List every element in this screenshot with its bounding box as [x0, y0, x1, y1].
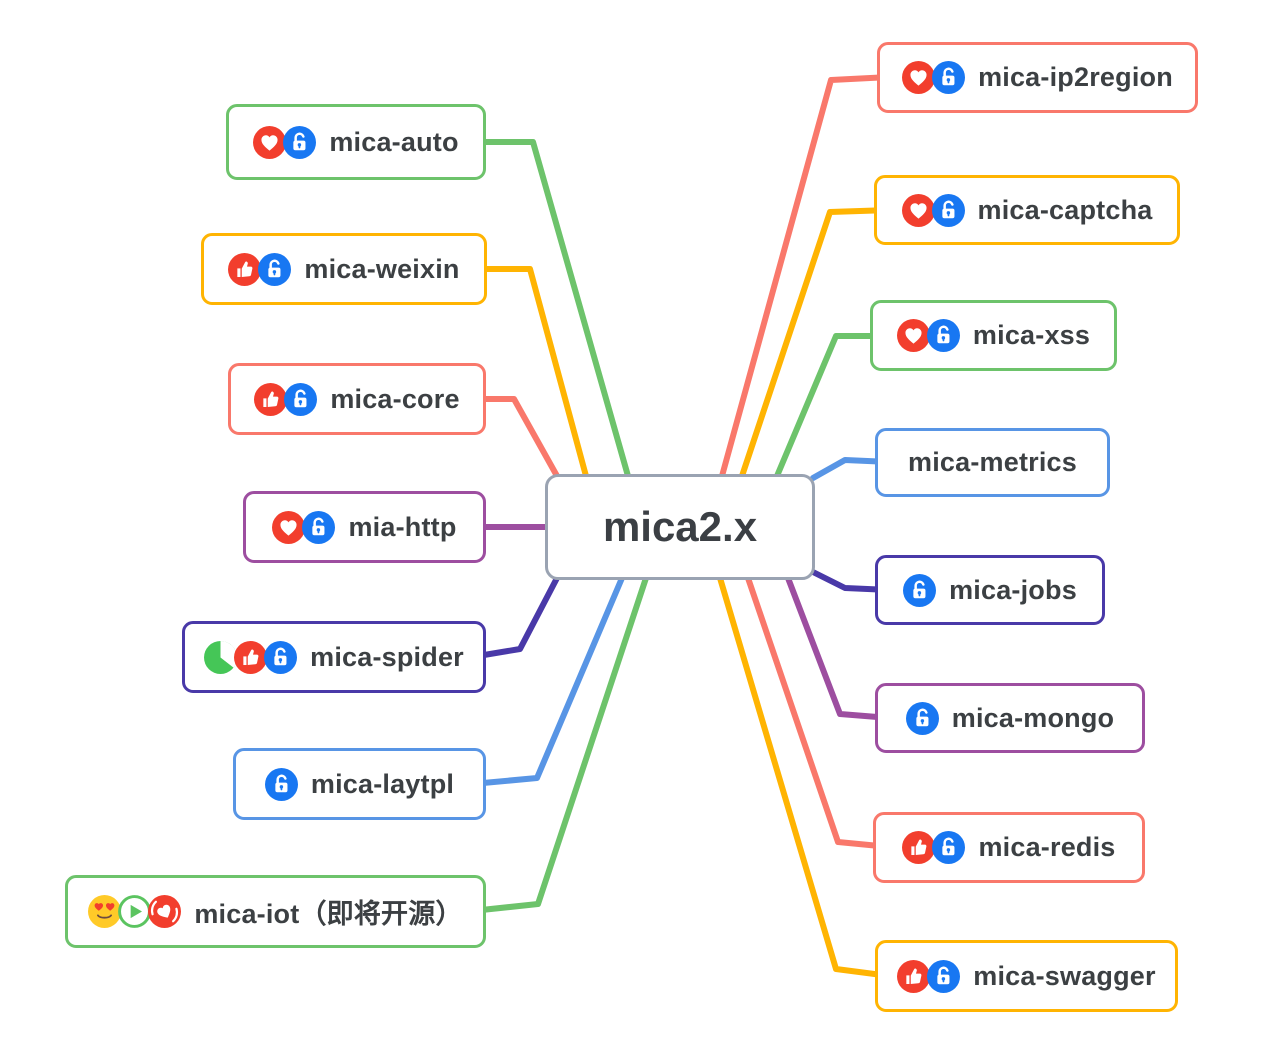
open-lock-icon	[931, 193, 965, 227]
node-icons	[903, 573, 937, 607]
open-lock-icon	[283, 125, 317, 159]
node-label: mica-core	[330, 383, 460, 414]
node-label: mica-weixin	[304, 253, 460, 284]
heart-icon	[253, 125, 287, 159]
link-mica-mongo	[785, 575, 893, 721]
open-lock-icon	[264, 767, 298, 801]
node-icons	[253, 125, 317, 159]
open-lock-icon	[264, 640, 298, 674]
node-icons	[204, 640, 298, 674]
node-mica-jobs[interactable]: mica-jobs	[875, 555, 1105, 625]
node-mica-xss[interactable]: mica-xss	[870, 300, 1117, 371]
link-mica-weixin	[469, 266, 589, 479]
pie-chart-icon	[204, 640, 238, 674]
node-mica-iot[interactable]: mica-iot（即将开源）	[65, 875, 486, 948]
link-mica-swagger	[717, 575, 893, 979]
node-icons	[228, 252, 292, 286]
open-lock-icon	[932, 831, 966, 864]
node-mica-ip2region[interactable]: mica-ip2region	[877, 42, 1198, 113]
link-mica-spider	[469, 575, 560, 660]
open-lock-icon	[284, 382, 318, 416]
thumbs-up-icon	[234, 640, 268, 674]
heart-icon	[272, 510, 306, 544]
node-label: mica-xss	[972, 320, 1091, 350]
node-icons	[897, 959, 961, 993]
node-label: mica-jobs	[949, 574, 1077, 605]
node-label: mica-iot（即将开源）	[194, 899, 463, 929]
node-label: mia-http	[348, 511, 457, 542]
thumbs-up-icon	[254, 382, 288, 416]
link-mica-ip2region	[719, 74, 893, 479]
open-lock-icon	[258, 252, 292, 286]
thumbs-up-icon	[902, 831, 936, 864]
node-label: mica-captcha	[977, 194, 1153, 225]
node-label: mica-ip2region	[978, 62, 1173, 92]
node-label: mica-auto	[329, 126, 459, 157]
node-mica-swagger[interactable]: mica-swagger	[875, 940, 1178, 1012]
node-icons	[264, 767, 298, 801]
link-mica-laytpl	[469, 575, 625, 787]
node-icons	[896, 319, 960, 352]
node-icons	[901, 193, 965, 227]
node-icons	[272, 510, 336, 544]
link-mica-iot	[469, 575, 649, 914]
node-mica-redis[interactable]: mica-redis	[873, 812, 1145, 883]
heart-icon	[896, 319, 930, 352]
link-mica-captcha	[739, 207, 893, 479]
play-icon	[118, 895, 152, 928]
node-mica-laytpl[interactable]: mica-laytpl	[233, 748, 486, 820]
link-mica-core	[469, 396, 560, 479]
root-label: mica2.x	[602, 503, 758, 550]
node-label: mica-redis	[978, 832, 1116, 862]
node-mica-weixin[interactable]: mica-weixin	[201, 233, 487, 305]
heart-icon	[902, 61, 936, 94]
node-label: mica-metrics	[908, 447, 1077, 477]
node-mia-http[interactable]: mia-http	[243, 491, 486, 563]
node-icons	[902, 831, 966, 864]
thumbs-up-icon	[897, 959, 931, 993]
open-lock-icon	[926, 319, 960, 352]
node-icons	[902, 61, 966, 94]
open-lock-icon	[905, 701, 939, 735]
node-mica-core[interactable]: mica-core	[228, 363, 486, 435]
open-lock-icon	[903, 573, 937, 607]
node-label: mica-swagger	[973, 960, 1156, 991]
node-label: mica-spider	[310, 641, 464, 672]
link-mica-redis	[745, 575, 893, 850]
heart-icon	[901, 193, 935, 227]
node-icons	[254, 382, 318, 416]
node-label: mica-laytpl	[310, 768, 455, 799]
node-icons	[88, 895, 182, 928]
open-lock-icon	[932, 61, 966, 94]
node-mica-spider[interactable]: mica-spider	[182, 621, 486, 693]
node-mica-captcha[interactable]: mica-captcha	[874, 175, 1180, 245]
node-mica-auto[interactable]: mica-auto	[226, 104, 486, 180]
root-node[interactable]: mica2.x	[545, 474, 815, 580]
thumbs-up-icon	[228, 252, 262, 286]
node-mica-metrics[interactable]: mica-metrics	[875, 428, 1110, 497]
open-lock-icon	[927, 959, 961, 993]
node-icons	[905, 701, 939, 735]
heart-eyes-icon	[88, 895, 122, 928]
open-lock-icon	[302, 510, 336, 544]
link-mica-auto	[469, 139, 631, 479]
node-mica-mongo[interactable]: mica-mongo	[875, 683, 1145, 753]
node-label: mica-mongo	[951, 702, 1115, 733]
heart-cycle-icon	[148, 895, 182, 928]
